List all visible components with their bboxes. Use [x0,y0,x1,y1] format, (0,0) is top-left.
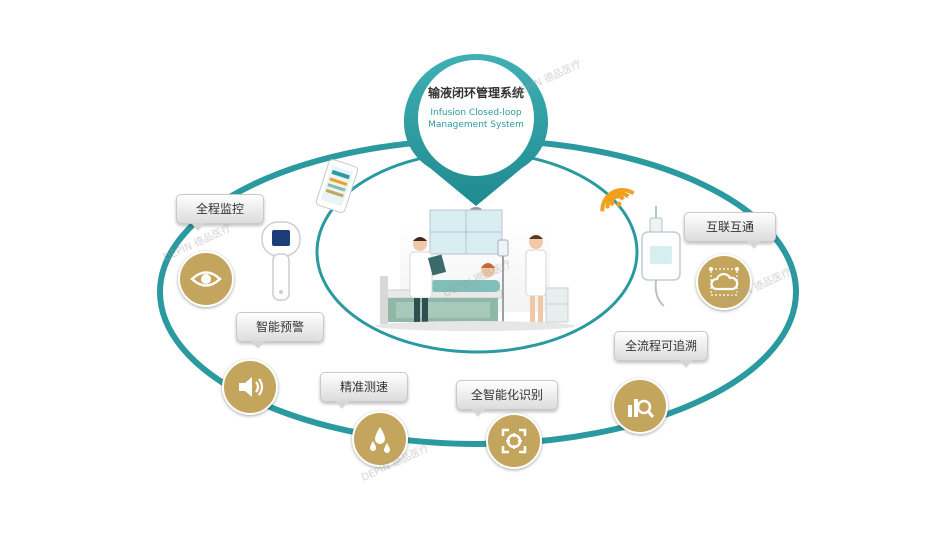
feature-circle-warning[interactable] [222,359,278,415]
location-pin-icon [404,54,548,213]
eye-icon [190,271,222,287]
feature-circle-traceability[interactable] [612,378,668,434]
droplets-icon [370,427,390,453]
smartphone-app-icon [315,159,359,213]
system-subtitle-line1: Infusion Closed-loop [430,108,522,118]
hospital-ward-illustration [375,209,575,331]
wifi-signal-icon [600,188,635,212]
feature-label-interconnection: 互联互通 [684,212,776,249]
system-title-block: 输液闭环管理系统 Infusion Closed-loop Management… [400,84,552,131]
feature-circle-identification[interactable] [486,413,542,469]
cloud-network-icon [709,267,739,296]
speaker-icon [239,377,264,397]
feature-circle-monitoring[interactable] [178,251,234,307]
feature-circle-speed[interactable] [352,411,408,467]
feature-label-identification: 全智能化识别 [456,380,558,417]
search-chart-icon [628,399,655,418]
handheld-scanner-icon [261,221,301,301]
infusion-monitor-device-icon [641,206,681,307]
feature-circle-interconnection[interactable] [696,254,752,310]
feature-label-traceability: 全流程可追溯 [614,331,708,368]
feature-label-speed: 精准测速 [320,372,408,409]
scan-target-icon [501,428,527,454]
system-title: 输液闭环管理系统 [427,86,524,100]
system-subtitle-line2: Management System [428,120,524,130]
feature-label-monitoring: 全程监控 [176,194,264,231]
feature-label-warning: 智能预警 [236,312,324,349]
